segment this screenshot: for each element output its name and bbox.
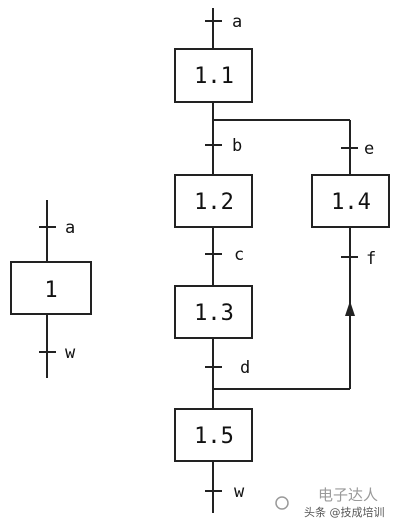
cond-label-c: c xyxy=(234,245,244,265)
watermark-logo-icon xyxy=(275,496,289,510)
cond-label-a: a xyxy=(232,12,242,32)
step-label-1-3: 1.3 xyxy=(194,301,234,326)
step-label-1-4: 1.4 xyxy=(331,190,371,215)
watermark: 电子达人 头条 @技成培训 xyxy=(275,486,385,519)
left-cond-a-label: a xyxy=(65,218,75,238)
left-step-box xyxy=(10,261,92,315)
left-step-label: 1 xyxy=(44,278,57,303)
up-arrow-icon xyxy=(345,301,355,316)
watermark-large-text: 电子达人 xyxy=(318,486,378,504)
step-label-1-2: 1.2 xyxy=(194,190,234,215)
cond-label-b: b xyxy=(232,136,242,156)
cond-label-e: e xyxy=(364,139,374,159)
step-label-1-5: 1.5 xyxy=(194,424,234,449)
cond-label-w: w xyxy=(234,482,245,502)
cond-label-f: f xyxy=(366,249,376,269)
left-cond-w-label: w xyxy=(65,343,76,363)
watermark-small-text: 头条 @技成培训 xyxy=(304,505,385,519)
cond-label-d: d xyxy=(240,358,250,378)
step-label-1-1: 1.1 xyxy=(194,64,234,89)
